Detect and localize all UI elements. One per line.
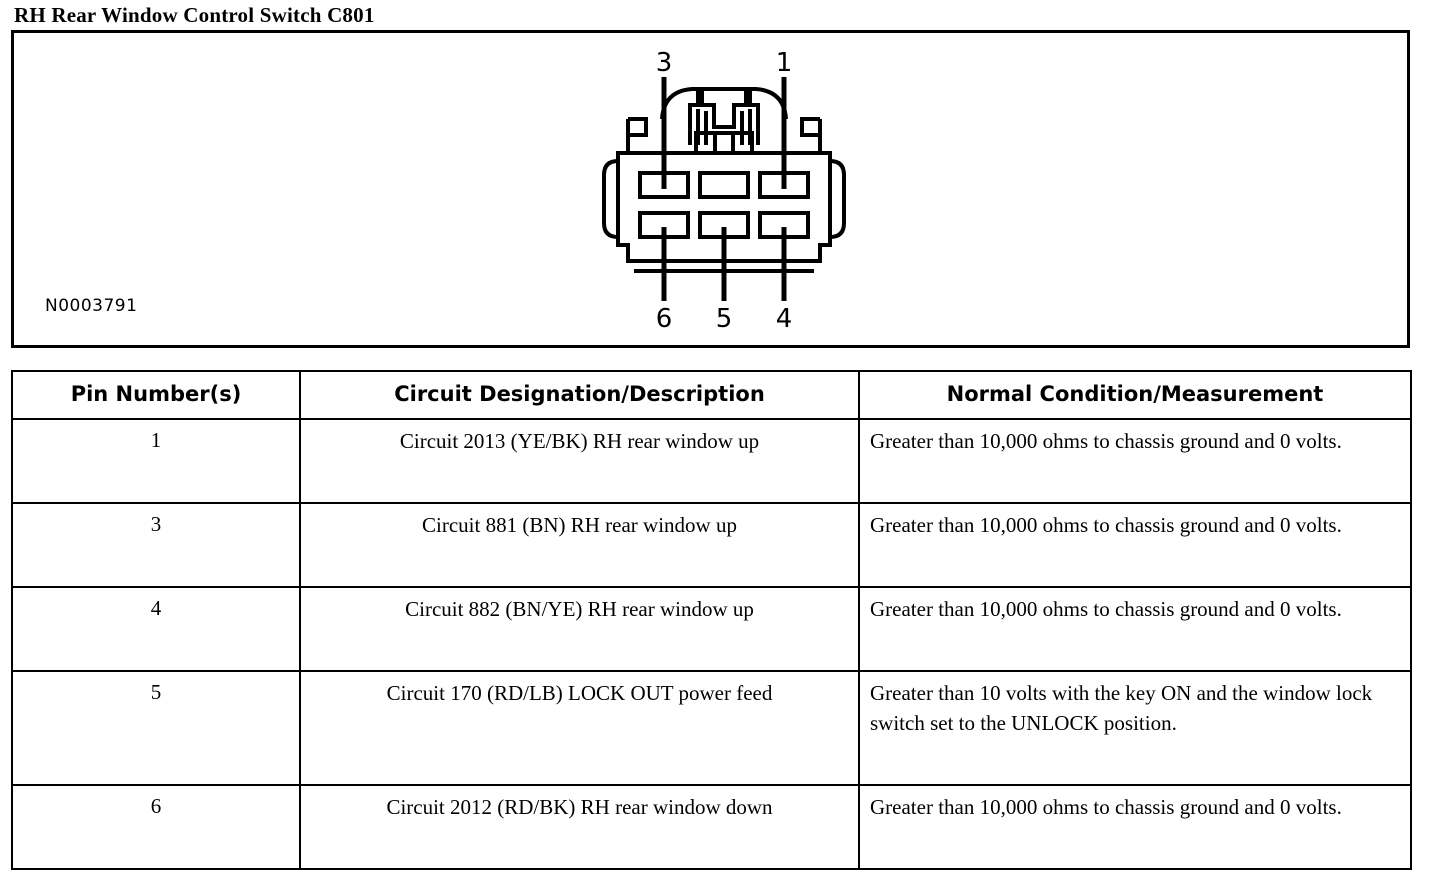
column-header-circuit-designation: Circuit Designation/Description: [299, 370, 860, 420]
cell-pin-number: 3: [11, 502, 301, 588]
cavity-row-top: [638, 171, 810, 199]
part-number-label: N0003791: [45, 296, 138, 316]
cell-circuit-description: Circuit 2012 (RD/BK) RH rear window down: [299, 784, 860, 870]
column-header-normal-condition: Normal Condition/Measurement: [858, 370, 1412, 420]
cell-circuit-description: Circuit 2013 (YE/BK) RH rear window up: [299, 418, 860, 504]
table-row: 3 Circuit 881 (BN) RH rear window up Gre…: [11, 502, 1412, 588]
pin-table: Pin Number(s) Circuit Designation/Descri…: [11, 370, 1412, 870]
cell-pin-number: 5: [11, 670, 301, 786]
connector-illustration: 3 1 6 5 4: [594, 49, 854, 329]
table-row: 1 Circuit 2013 (YE/BK) RH rear window up…: [11, 418, 1412, 504]
cell-normal-condition: Greater than 10,000 ohms to chassis grou…: [858, 586, 1412, 672]
table-row: 6 Circuit 2012 (RD/BK) RH rear window do…: [11, 784, 1412, 870]
pin-table-container: Pin Number(s) Circuit Designation/Descri…: [11, 370, 1412, 870]
table-row: 5 Circuit 170 (RD/LB) LOCK OUT power fee…: [11, 670, 1412, 786]
cell-pin-number: 6: [11, 784, 301, 870]
callout-pin-6: 6: [656, 304, 673, 329]
callout-pin-4: 4: [776, 304, 793, 329]
column-header-pin-number: Pin Number(s): [11, 370, 301, 420]
cell-circuit-description: Circuit 882 (BN/YE) RH rear window up: [299, 586, 860, 672]
connector-diagram-panel: 3 1 6 5 4 N0003791: [11, 30, 1410, 348]
cell-circuit-description: Circuit 881 (BN) RH rear window up: [299, 502, 860, 588]
connector-face-view-svg: 3 1 6 5 4: [602, 49, 846, 329]
cell-pin-number: 4: [11, 586, 301, 672]
cell-circuit-description: Circuit 170 (RD/LB) LOCK OUT power feed: [299, 670, 860, 786]
cell-normal-condition: Greater than 10,000 ohms to chassis grou…: [858, 418, 1412, 504]
table-header-row: Pin Number(s) Circuit Designation/Descri…: [11, 370, 1412, 420]
table-row: 4 Circuit 882 (BN/YE) RH rear window up …: [11, 586, 1412, 672]
cell-pin-number: 1: [11, 418, 301, 504]
callout-pin-3: 3: [656, 49, 673, 78]
cell-normal-condition: Greater than 10,000 ohms to chassis grou…: [858, 502, 1412, 588]
cell-normal-condition: Greater than 10,000 ohms to chassis grou…: [858, 784, 1412, 870]
cavity-row-bottom: [638, 211, 810, 239]
callout-pin-5: 5: [716, 304, 733, 329]
page-title: RH Rear Window Control Switch C801: [14, 3, 375, 27]
callout-pin-1: 1: [776, 49, 793, 78]
cell-normal-condition: Greater than 10 volts with the key ON an…: [858, 670, 1412, 786]
